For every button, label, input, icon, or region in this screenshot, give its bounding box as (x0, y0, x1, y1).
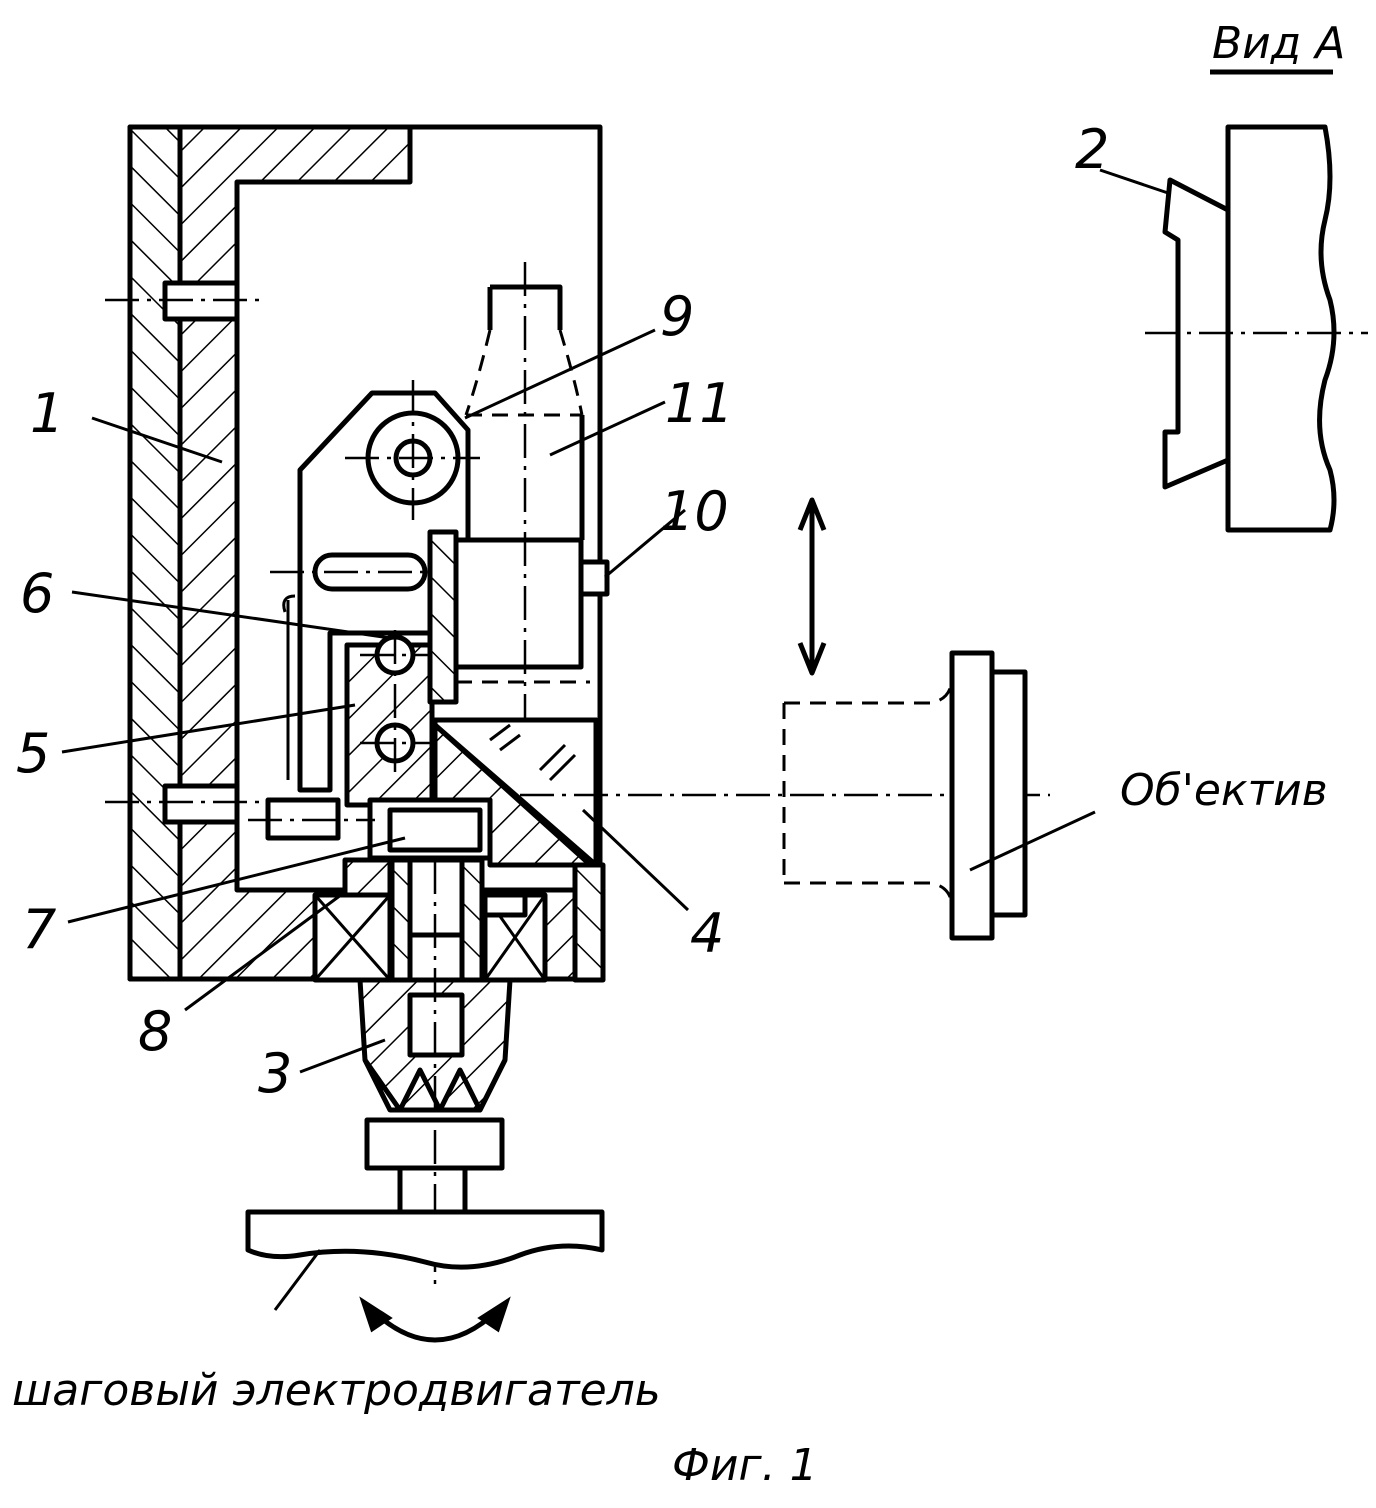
label-1: 1 (30, 382, 64, 445)
slider-part-5 (347, 630, 432, 805)
leader-lines (62, 72, 1333, 1310)
label-2: 2 (1075, 118, 1109, 181)
shaft-head-part-7 (248, 800, 490, 858)
figure-caption: Фиг. 1 (672, 1440, 818, 1491)
label-9: 9 (660, 285, 694, 348)
plate-holder (430, 532, 607, 702)
label-7: 7 (22, 898, 56, 961)
label-4: 4 (690, 902, 724, 965)
label-6: 6 (20, 562, 54, 625)
label-5: 5 (16, 722, 50, 785)
stepper-motor (248, 1212, 602, 1267)
rotation-arrow (362, 1300, 508, 1340)
label-stepper-motor: шаговый электродвигатель (12, 1365, 661, 1416)
label-10: 10 (660, 480, 729, 543)
label-3: 3 (258, 1042, 292, 1105)
view-a-title: Вид А (1212, 18, 1345, 69)
label-11: 11 (665, 372, 734, 435)
view-a-detail (1145, 127, 1368, 530)
label-8: 8 (138, 1000, 172, 1063)
label-objective: Об'ектив (1120, 765, 1328, 816)
vertical-motion-arrow (800, 500, 824, 673)
